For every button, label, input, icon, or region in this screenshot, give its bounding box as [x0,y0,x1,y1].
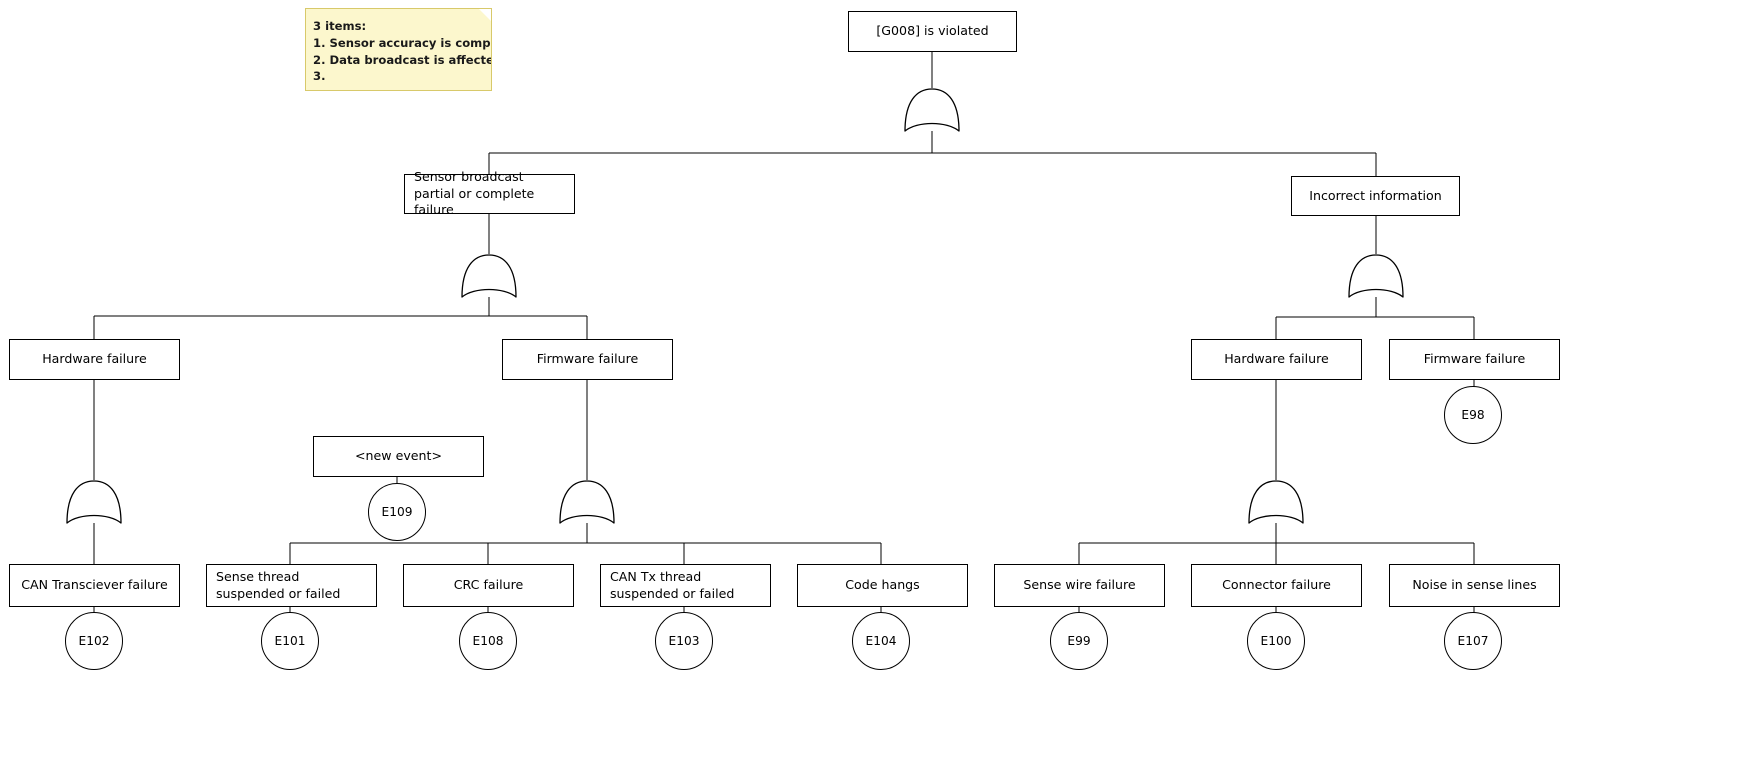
note-fold-corner [477,9,491,23]
node-incorrect-information-label: Incorrect information [1309,187,1442,203]
node-hardware-failure-right[interactable]: Hardware failure [1191,339,1362,380]
node-can-transciever-failure-label: CAN Transciever failure [21,577,168,593]
node-hardware-failure-right-label: Hardware failure [1224,351,1329,367]
basic-event-e109[interactable]: E109 [368,483,426,541]
basic-event-e100[interactable]: E100 [1247,612,1305,670]
note-line-0: 3 items: [313,19,367,33]
node-crc-failure[interactable]: CRC failure [403,564,574,607]
basic-event-e104[interactable]: E104 [852,612,910,670]
node-can-transciever-failure[interactable]: CAN Transciever failure [9,564,180,607]
or-gate-firmware-left[interactable] [558,480,616,525]
node-sensor-broadcast[interactable]: Sensor broadcast partial or complete fai… [404,169,575,217]
node-can-tx-thread-suspended[interactable]: CAN Tx thread suspended or failed [600,564,771,607]
basic-event-e98-label: E98 [1461,408,1485,422]
node-noise-in-sense-lines[interactable]: Noise in sense lines [1389,564,1560,607]
node-top-goal[interactable]: [G008] is violated [848,11,1017,52]
basic-event-e102-label: E102 [78,634,110,648]
note-line-1: 1. Sensor accuracy is compromised [313,35,491,50]
basic-event-e99[interactable]: E99 [1050,612,1108,670]
basic-event-e103-label: E103 [668,634,700,648]
node-connector-failure[interactable]: Connector failure [1191,564,1362,607]
basic-event-e103[interactable]: E103 [655,612,713,670]
basic-event-e98[interactable]: E98 [1444,386,1502,444]
node-firmware-failure-right-label: Firmware failure [1423,351,1526,367]
node-code-hangs[interactable]: Code hangs [797,564,968,607]
node-sense-wire-failure[interactable]: Sense wire failure [994,564,1165,607]
node-noise-in-sense-lines-label: Noise in sense lines [1412,577,1537,593]
node-can-tx-thread-suspended-label: CAN Tx thread suspended or failed [610,568,735,601]
node-top-goal-label: [G008] is violated [876,23,989,39]
or-gate-top[interactable] [903,88,961,133]
node-new-event[interactable]: <new event> [313,436,484,477]
node-hardware-failure-left[interactable]: Hardware failure [9,339,180,380]
node-sense-wire-failure-label: Sense wire failure [1023,577,1136,593]
node-firmware-failure-left[interactable]: Firmware failure [502,339,673,380]
basic-event-e102[interactable]: E102 [65,612,123,670]
note-line-3: 3. [313,69,326,84]
basic-event-e101-label: E101 [274,634,306,648]
node-incorrect-information[interactable]: Incorrect information [1291,176,1460,216]
or-gate-hardware-right[interactable] [1247,480,1305,525]
basic-event-e107-label: E107 [1457,634,1489,648]
or-gate-incorrect-information[interactable] [1347,254,1405,299]
basic-event-e101[interactable]: E101 [261,612,319,670]
basic-event-e99-label: E99 [1067,634,1091,648]
node-firmware-failure-left-label: Firmware failure [536,351,639,367]
node-firmware-failure-right[interactable]: Firmware failure [1389,339,1560,380]
basic-event-e100-label: E100 [1260,634,1292,648]
or-gate-sensor-broadcast[interactable] [460,254,518,299]
node-sense-thread-suspended-label: Sense thread suspended or failed [216,568,341,601]
basic-event-e108[interactable]: E108 [459,612,517,670]
node-connector-failure-label: Connector failure [1222,577,1331,593]
basic-event-e104-label: E104 [865,634,897,648]
note-line-2: 2. Data broadcast is affected [313,52,492,67]
basic-event-e109-label: E109 [381,505,413,519]
basic-event-e107[interactable]: E107 [1444,612,1502,670]
node-hardware-failure-left-label: Hardware failure [42,351,147,367]
node-sensor-broadcast-label: Sensor broadcast partial or complete fai… [414,169,535,218]
node-crc-failure-label: CRC failure [453,577,524,593]
node-new-event-label: <new event> [354,448,442,464]
note-text: 3 items: 1. Sensor accuracy is compromis… [313,18,492,85]
or-gate-hardware-left[interactable] [65,480,123,525]
node-sense-thread-suspended[interactable]: Sense thread suspended or failed [206,564,377,607]
sticky-note[interactable]: 3 items: 1. Sensor accuracy is compromis… [305,8,492,91]
basic-event-e108-label: E108 [472,634,504,648]
node-code-hangs-label: Code hangs [845,577,920,593]
